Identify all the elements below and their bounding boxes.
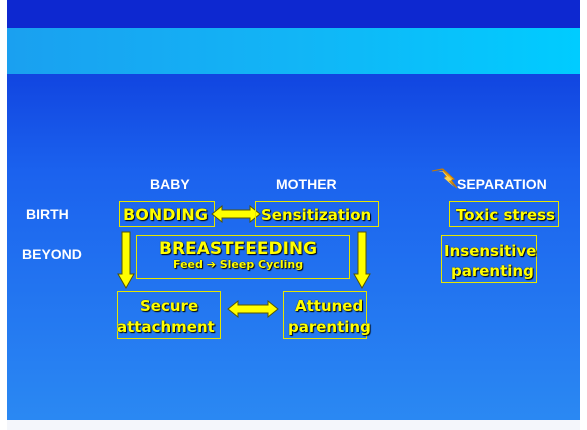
- column-header-baby: BABY: [150, 176, 190, 192]
- column-header-mother: MOTHER: [276, 176, 337, 192]
- attuned-label-line1: Attuned: [295, 297, 364, 315]
- row-label-beyond: BEYOND: [22, 246, 82, 262]
- attuned-parenting-box: [283, 291, 367, 339]
- down-arrow-baby: [117, 231, 135, 290]
- sensitization-box: [255, 201, 379, 227]
- insensitive-label-line1: Insensitive: [444, 242, 537, 260]
- column-header-separation: SEPARATION: [457, 176, 547, 192]
- toxic-stress-label: Toxic stress: [456, 206, 556, 224]
- down-arrow-mother: [353, 231, 371, 290]
- secure-label-line1: Secure: [140, 297, 199, 315]
- sensitization-label: Sensitization: [261, 206, 372, 224]
- bottom-strip: [7, 420, 580, 430]
- row-label-birth: BIRTH: [26, 206, 69, 222]
- top-band: [7, 0, 580, 28]
- insensitive-label-line2: parenting: [451, 262, 534, 280]
- attuned-label-line2: parenting: [288, 318, 371, 336]
- secure-label-line2: attachment: [117, 318, 215, 336]
- header-band: [7, 28, 580, 74]
- breastfeeding-subtitle: Feed ➔ Sleep Cycling: [173, 258, 304, 271]
- slide: BABY MOTHER SEPARATION BIRTH BEYOND BOND…: [7, 0, 580, 430]
- breastfeeding-label: BREASTFEEDING: [159, 239, 318, 259]
- breastfeeding-box: [136, 235, 350, 279]
- double-arrow-secure-attuned: [227, 299, 279, 319]
- toxic-stress-box: [449, 201, 559, 227]
- insensitive-parenting-box: [441, 235, 537, 283]
- secure-attachment-box: [117, 291, 221, 339]
- bonding-label: BONDING: [123, 205, 208, 224]
- lightning-bolt-icon: [431, 168, 458, 189]
- double-arrow-bonding-sensitization: [211, 204, 261, 224]
